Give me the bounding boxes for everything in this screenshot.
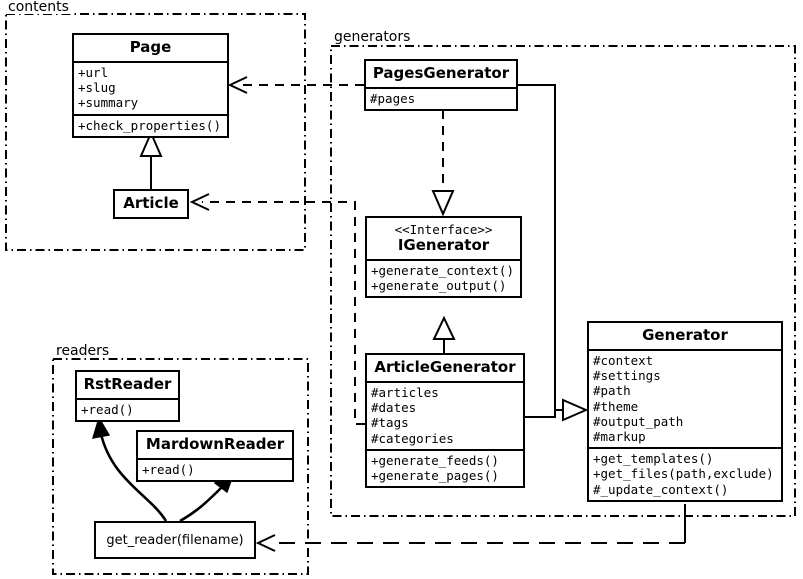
class-name-rstreader: RstReader	[83, 375, 172, 393]
class-name-generator: Generator	[642, 326, 728, 344]
class-operations-articlegenerator: +generate_feeds() +generate_pages()	[367, 448, 523, 486]
class-box-igenerator[interactable]: <<Interface>> IGenerator +generate_conte…	[365, 216, 522, 299]
attribute-row: #path	[593, 383, 631, 399]
class-box-articlegenerator[interactable]: ArticleGenerator #articles #dates #tags …	[365, 353, 525, 489]
package-label-contents: contents	[6, 0, 71, 15]
relationship-pagesgenerator-generalizes-generator	[518, 84, 589, 422]
attribute-row: #output_path	[593, 413, 684, 429]
attribute-row: #pages	[370, 91, 416, 106]
class-stereotype-igenerator: <<Interface>>	[394, 222, 493, 237]
class-name-pagesgenerator: PagesGenerator	[372, 64, 510, 82]
class-box-pagesgenerator[interactable]: PagesGenerator #pages	[364, 59, 518, 112]
relationship-articlegenerator-generalizes-generator	[525, 410, 556, 418]
class-box-generator[interactable]: Generator #context #settings #path #them…	[587, 321, 783, 502]
operation-row: +read()	[142, 462, 195, 477]
class-operations-generator: +get_templates() +get_files(path,exclude…	[589, 447, 781, 500]
operation-row: +read()	[81, 402, 134, 417]
attribute-row: #categories	[371, 430, 454, 446]
operation-row: +generate_context()	[371, 263, 514, 278]
operation-row: +generate_pages()	[371, 468, 499, 484]
class-operations-igenerator: +generate_context() +generate_output()	[367, 259, 520, 296]
function-box-get-reader[interactable]: get_reader(filename)	[94, 521, 256, 559]
class-name-text-igenerator: IGenerator	[397, 236, 490, 254]
class-name-igenerator: <<Interface>> IGenerator	[367, 218, 520, 259]
relationship-article-generalizes-page	[139, 130, 163, 189]
attribute-row: #theme	[593, 398, 639, 414]
class-box-article[interactable]: Article	[113, 189, 189, 219]
relationship-pagesgenerator-depends-page	[227, 76, 364, 94]
package-label-readers: readers	[54, 343, 112, 359]
class-operations-rstreader: +read()	[77, 398, 178, 420]
attribute-row: #context	[593, 353, 654, 368]
package-label-generators: generators	[332, 29, 413, 45]
operation-row: +check_properties()	[78, 117, 221, 133]
relationship-generator-depends-getreader	[255, 504, 686, 552]
attribute-row: #settings	[593, 368, 661, 384]
class-name-articlegenerator: ArticleGenerator	[374, 358, 516, 376]
attribute-row: #dates	[371, 400, 417, 416]
relationship-articlegenerator-generalizes-igenerator	[432, 315, 456, 353]
class-attributes-pagesgenerator: #pages	[366, 87, 516, 109]
class-operations-mardownreader: +read()	[138, 458, 292, 480]
class-attributes-generator: #context #settings #path #theme #output_…	[589, 349, 781, 447]
attribute-row: +url	[78, 65, 109, 80]
attribute-row: #markup	[593, 429, 646, 445]
attribute-row: +slug	[78, 80, 116, 96]
relationship-pagesgenerator-realizes-igenerator	[431, 110, 455, 217]
operation-row: +generate_output()	[371, 278, 507, 294]
class-attributes-page: +url +slug +summary	[74, 61, 227, 114]
operation-row: +get_templates()	[593, 451, 714, 467]
class-box-rstreader[interactable]: RstReader +read()	[75, 370, 180, 423]
class-name-mardownreader: MardownReader	[145, 435, 285, 453]
class-name-page: Page	[129, 38, 172, 56]
operation-row: #_update_context()	[593, 481, 729, 497]
attribute-row: #tags	[371, 415, 409, 431]
relationship-articlegenerator-depends-article	[189, 193, 365, 425]
attribute-row: +summary	[78, 95, 139, 111]
operation-row: +generate_feeds()	[371, 452, 499, 468]
attribute-row: #articles	[371, 385, 439, 400]
class-attributes-articlegenerator: #articles #dates #tags #categories	[367, 381, 523, 449]
class-operations-page: +check_properties()	[74, 113, 227, 136]
class-box-mardownreader[interactable]: MardownReader +read()	[136, 430, 294, 483]
operation-row: +get_files(path,exclude)	[593, 466, 774, 482]
class-box-page[interactable]: Page +url +slug +summary +check_properti…	[72, 33, 229, 138]
class-name-article: Article	[123, 194, 179, 212]
